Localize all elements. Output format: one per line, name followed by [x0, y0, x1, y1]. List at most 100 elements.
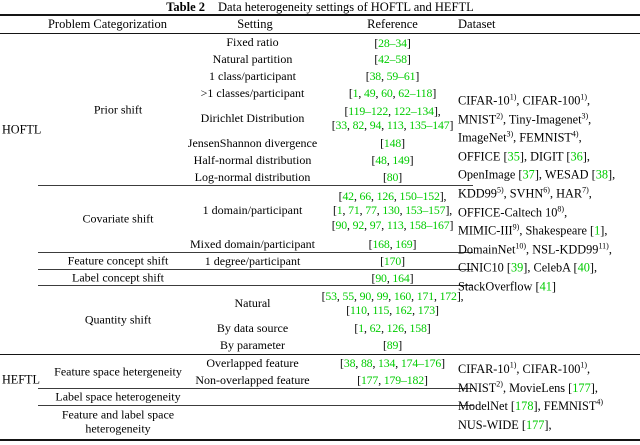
citation-link[interactable]: 41: [539, 279, 552, 294]
setting-cell: Natural: [234, 295, 271, 310]
reference-line: [177, 179–182]: [357, 373, 428, 388]
dataset-footnote-marker: 1): [580, 92, 588, 102]
citation-link[interactable]: 171: [416, 288, 434, 303]
dataset-footnote-marker: 1): [580, 360, 588, 370]
citation-link[interactable]: 168: [372, 237, 390, 252]
citation-link[interactable]: 66: [359, 188, 372, 203]
reference-cell: [42–58]: [330, 51, 455, 68]
citation-link[interactable]: 39: [510, 261, 524, 276]
citation-link[interactable]: 164: [392, 270, 410, 285]
dataset-line: OFFICE [35], DIGIT [36],: [458, 149, 590, 164]
reference-cell: [48, 149]: [330, 152, 455, 169]
citation-link[interactable]: 160: [393, 288, 412, 303]
citation-link[interactable]: 28–34: [378, 35, 407, 50]
dataset-footnote-marker: 1): [509, 360, 517, 370]
citation-link[interactable]: 179–182: [383, 373, 425, 388]
citation-link[interactable]: 90: [359, 288, 372, 303]
header-rule: [0, 32, 640, 35]
citation-link[interactable]: 170: [383, 253, 402, 268]
citation-link[interactable]: 42: [342, 188, 354, 203]
citation-link[interactable]: 53: [325, 288, 337, 303]
citation-link[interactable]: 82: [352, 118, 365, 133]
setting-cell: [175, 389, 330, 406]
dataset-line: MIMIC-III9), Shakespeare [1],: [458, 222, 608, 238]
citation-link[interactable]: 49: [364, 85, 376, 100]
setting-cell: 1 degree/participant: [204, 253, 301, 268]
reference-line: [1, 49, 60, 62–118]: [348, 85, 437, 100]
citation-link[interactable]: 158–167: [409, 217, 450, 232]
dataset-line: NUS-WIDE [177],: [458, 417, 552, 432]
citation-link[interactable]: 38: [343, 356, 356, 371]
citation-link[interactable]: 42–58: [378, 52, 407, 67]
citation-link[interactable]: 148: [383, 136, 402, 151]
citation-link[interactable]: 1: [352, 85, 359, 100]
citation-link[interactable]: 35: [507, 149, 520, 164]
bottom-rule: [0, 439, 640, 441]
table-row: 1 domain/participant[42, 66, 126, 150–15…: [0, 186, 640, 236]
citation-link[interactable]: 36: [570, 149, 583, 164]
citation-link[interactable]: 134: [378, 356, 396, 371]
citation-link[interactable]: 177: [360, 373, 379, 388]
citation-link[interactable]: 38: [595, 168, 609, 183]
reference-line: [170]: [380, 253, 405, 268]
dataset-line: ModelNet [178], FEMNIST4): [458, 398, 604, 414]
citation-link[interactable]: 173: [417, 303, 435, 318]
citation-link[interactable]: 149: [392, 153, 410, 168]
citation-link[interactable]: 92: [352, 217, 365, 232]
citation-link[interactable]: 59–61: [386, 69, 416, 84]
citation-link[interactable]: 90: [375, 270, 387, 285]
citation-link[interactable]: 130: [382, 203, 400, 218]
citation-link[interactable]: 94: [369, 118, 382, 133]
citation-link[interactable]: 80: [386, 169, 399, 184]
dataset-line: OFFICE-Caltech 108),: [458, 204, 568, 220]
citation-link[interactable]: 1: [336, 203, 343, 218]
table-section: Label space heterogeneity: [0, 389, 640, 406]
citation-link[interactable]: 77: [365, 203, 377, 218]
citation-link[interactable]: 48: [375, 153, 387, 168]
citation-link[interactable]: 99: [376, 288, 389, 303]
citation-link[interactable]: 135–147: [409, 118, 450, 133]
citation-link[interactable]: 33: [335, 118, 348, 133]
citation-link[interactable]: 177: [525, 417, 545, 432]
citation-link[interactable]: 115: [372, 303, 390, 318]
citation-link[interactable]: 126: [386, 321, 404, 336]
citation-link[interactable]: 71: [348, 203, 360, 218]
citation-link[interactable]: 158: [409, 321, 427, 336]
citation-link[interactable]: 169: [395, 237, 413, 252]
citation-link[interactable]: 1: [358, 321, 364, 336]
reference-line: [28–34]: [374, 35, 411, 50]
citation-link[interactable]: 110: [350, 303, 367, 318]
citation-link[interactable]: 89: [386, 337, 399, 352]
reference-cell: [38, 59–61]: [330, 68, 455, 85]
citation-link[interactable]: 113: [386, 118, 404, 133]
dataset-line: OpenImage [37], WESAD [38],: [458, 168, 616, 183]
citation-link[interactable]: 113: [386, 217, 404, 232]
citation-link[interactable]: 97: [369, 217, 382, 232]
citation-link[interactable]: 177: [572, 380, 591, 395]
citation-link[interactable]: 178: [515, 399, 534, 414]
citation-link[interactable]: 37: [522, 168, 535, 183]
citation-link[interactable]: 1: [594, 223, 601, 238]
citation-link[interactable]: 126: [376, 188, 394, 203]
citation-link[interactable]: 174–176: [400, 356, 442, 371]
reference-line: [80]: [382, 169, 403, 184]
dataset-line: MNIST2), Tiny-Imagenet3),: [458, 111, 592, 127]
citation-link[interactable]: 122–134: [393, 103, 434, 118]
citation-link[interactable]: 150–152: [399, 188, 440, 203]
citation-link[interactable]: 88: [360, 356, 373, 371]
citation-link[interactable]: 90: [335, 217, 348, 232]
citation-link[interactable]: 55: [342, 288, 355, 303]
citation-link[interactable]: 119–122: [348, 103, 389, 118]
reference-line: [53, 55, 90, 99, 160, 171, 172],: [321, 288, 464, 303]
citation-link[interactable]: 40: [577, 261, 590, 276]
citation-link[interactable]: 162: [394, 303, 413, 318]
citation-link[interactable]: 172: [439, 288, 457, 303]
citation-link[interactable]: 153–157: [405, 203, 446, 218]
citation-link[interactable]: 60: [381, 85, 393, 100]
citation-link[interactable]: 38: [369, 69, 382, 84]
citation-link[interactable]: 62–118: [398, 85, 433, 100]
citation-link[interactable]: 62: [369, 321, 382, 336]
